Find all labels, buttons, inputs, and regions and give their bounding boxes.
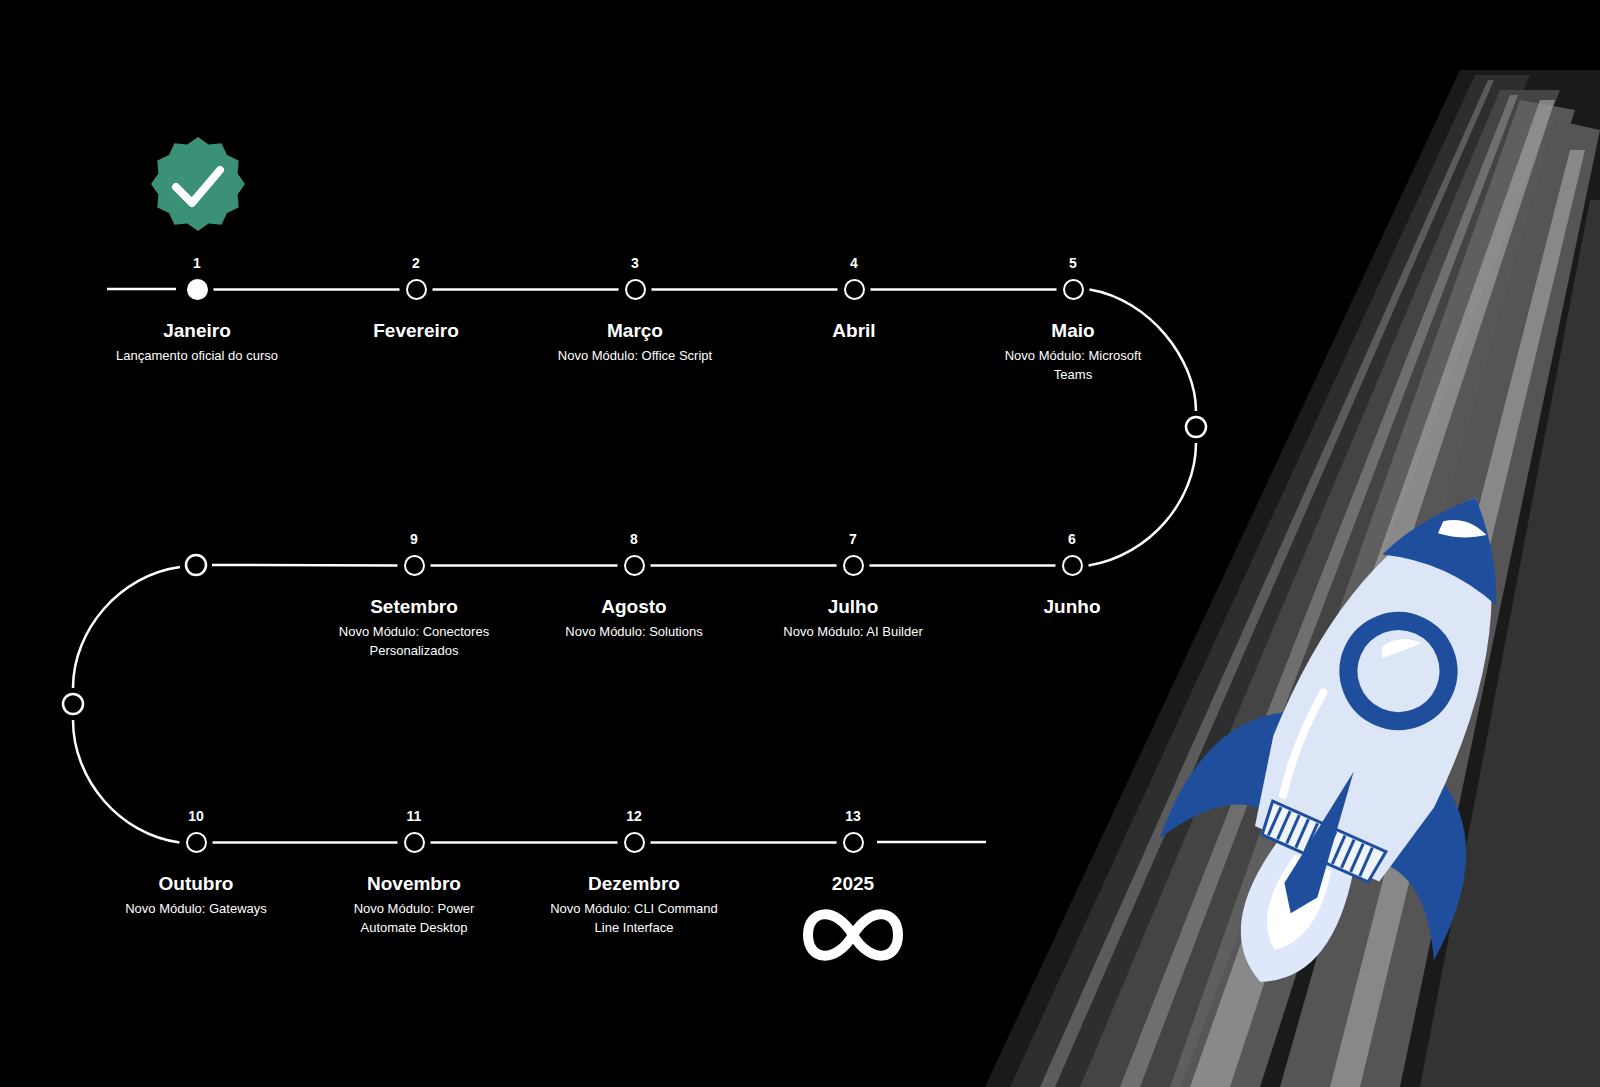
step-circle bbox=[406, 279, 427, 300]
step-circle bbox=[1063, 279, 1084, 300]
timeline-step: 11NovembroNovo Módulo: Power Automate De… bbox=[319, 808, 509, 937]
milestone-text: Novo Módulo: CLI Command Line Interface bbox=[548, 899, 720, 937]
month-label: Maio bbox=[978, 320, 1168, 342]
month-label: Outubro bbox=[101, 873, 291, 895]
timeline-connector bbox=[431, 841, 618, 844]
timeline-step: 12DezembroNovo Módulo: CLI Command Line … bbox=[539, 808, 729, 937]
timeline-step: 13 2025 bbox=[758, 808, 948, 895]
timeline-connector bbox=[214, 288, 400, 291]
step-circle bbox=[625, 279, 646, 300]
step-circle bbox=[843, 555, 864, 576]
step-circle bbox=[404, 832, 425, 853]
timeline-connector bbox=[73, 565, 398, 843]
step-circle bbox=[624, 832, 645, 853]
timeline-connector bbox=[433, 288, 619, 291]
timeline-connector bbox=[431, 564, 618, 567]
rocket bbox=[1122, 436, 1600, 1043]
milestone-text: Novo Módulo: Conectores Personalizados bbox=[328, 622, 500, 660]
step-number: 13 bbox=[758, 808, 948, 824]
milestone-text: Novo Módulo: Gateways bbox=[110, 899, 282, 918]
step-number: 9 bbox=[319, 531, 509, 547]
step-circle bbox=[404, 555, 425, 576]
step-circle bbox=[186, 832, 207, 853]
month-label: Abril bbox=[759, 320, 949, 342]
month-label: Dezembro bbox=[539, 873, 729, 895]
month-label: Agosto bbox=[539, 596, 729, 618]
timeline-step: 2Fevereiro bbox=[321, 255, 511, 342]
step-number: 1 bbox=[102, 255, 292, 271]
step-number: 4 bbox=[759, 255, 949, 271]
timeline-connector bbox=[1089, 290, 1197, 566]
step-number: 5 bbox=[978, 255, 1168, 271]
timeline-step: 3MarçoNovo Módulo: Office Script bbox=[540, 255, 730, 365]
milestone-text: Novo Módulo: Microsoft Teams bbox=[987, 346, 1159, 384]
step-number: 12 bbox=[539, 808, 729, 824]
step-circle bbox=[187, 279, 208, 300]
milestone-text: Novo Módulo: AI Builder bbox=[767, 622, 939, 641]
month-label: Setembro bbox=[319, 596, 509, 618]
timeline-step: 9SetembroNovo Módulo: Conectores Persona… bbox=[319, 531, 509, 660]
step-circle bbox=[624, 555, 645, 576]
milestone-text: Lançamento oficial do curso bbox=[111, 346, 283, 365]
milestone-text: Novo Módulo: Power Automate Desktop bbox=[328, 899, 500, 937]
timeline-step: 1JaneiroLançamento oficial do curso bbox=[102, 255, 292, 365]
month-label: Janeiro bbox=[102, 320, 292, 342]
month-label: Fevereiro bbox=[321, 320, 511, 342]
timeline-connector bbox=[870, 564, 1056, 567]
timeline-step: 5MaioNovo Módulo: Microsoft Teams bbox=[978, 255, 1168, 384]
month-label: Junho bbox=[977, 596, 1167, 618]
month-label: Novembro bbox=[319, 873, 509, 895]
speed-streaks bbox=[985, 70, 1600, 1087]
timeline-step: 6Junho bbox=[977, 531, 1167, 618]
timeline-step: 7JulhoNovo Módulo: AI Builder bbox=[758, 531, 948, 641]
timeline-connector bbox=[213, 841, 398, 844]
step-number: 11 bbox=[319, 808, 509, 824]
timeline-step: 10OutubroNovo Módulo: Gateways bbox=[101, 808, 291, 918]
timeline-connector bbox=[651, 841, 837, 844]
milestone-text: Novo Módulo: Solutions bbox=[548, 622, 720, 641]
infinity-symbol bbox=[808, 914, 898, 955]
timeline-decor bbox=[63, 289, 1206, 842]
month-label: Julho bbox=[758, 596, 948, 618]
check-badge bbox=[151, 137, 245, 231]
step-number: 10 bbox=[101, 808, 291, 824]
step-number: 2 bbox=[321, 255, 511, 271]
step-number: 7 bbox=[758, 531, 948, 547]
timeline-connector bbox=[651, 564, 837, 567]
step-circle bbox=[844, 279, 865, 300]
month-label: 2025 bbox=[758, 873, 948, 895]
step-circle bbox=[843, 832, 864, 853]
step-circle bbox=[1062, 555, 1083, 576]
timeline-connector bbox=[871, 288, 1057, 291]
month-label: Março bbox=[540, 320, 730, 342]
timeline-step: 4Abril bbox=[759, 255, 949, 342]
step-number: 6 bbox=[977, 531, 1167, 547]
timeline-step: 8AgostoNovo Módulo: Solutions bbox=[539, 531, 729, 641]
step-number: 8 bbox=[539, 531, 729, 547]
milestone-text: Novo Módulo: Office Script bbox=[549, 346, 721, 365]
step-number: 3 bbox=[540, 255, 730, 271]
timeline-connector bbox=[652, 288, 838, 291]
